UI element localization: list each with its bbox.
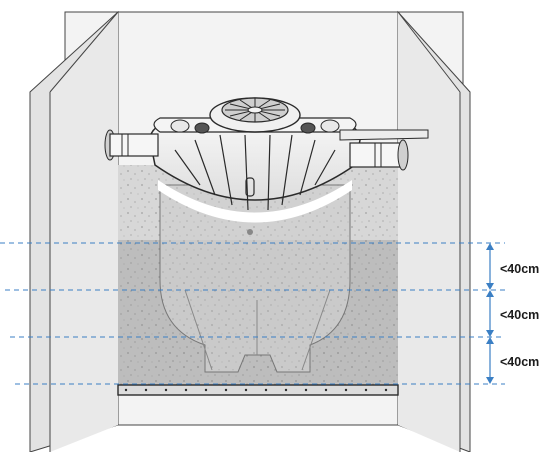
pipes	[104, 129, 429, 171]
port-right-1	[320, 119, 340, 133]
dim-arrow-3-top	[486, 337, 494, 344]
dim-arrow-3-bottom	[486, 377, 494, 384]
port-left-1	[170, 119, 190, 133]
left-wall-top-edge	[49, 11, 119, 93]
dim-arrow-1-bottom	[486, 283, 494, 290]
right-wall-top-edge	[397, 11, 461, 93]
slab	[117, 384, 399, 396]
port-left-2	[194, 122, 210, 134]
port-right-2	[300, 122, 316, 134]
dim-arrow-2-top	[486, 290, 494, 297]
dim-label-2: <40cm	[500, 308, 539, 322]
dim-arrow-1-top	[486, 243, 494, 250]
inlet-pipe	[109, 133, 159, 157]
dim-label-3: <40cm	[500, 355, 539, 369]
tank-fitting	[247, 229, 253, 235]
tank	[159, 184, 351, 373]
dimension-arrows	[486, 243, 494, 384]
base-slab	[117, 384, 399, 396]
tank-rib-left	[184, 289, 213, 371]
slab-dots	[124, 388, 388, 392]
tank-top	[149, 97, 361, 223]
grate-hub	[247, 106, 263, 114]
dim-label-1: <40cm	[500, 262, 539, 276]
dome-ribs	[174, 134, 336, 211]
top-collar	[158, 180, 352, 223]
right-wall-inner	[398, 12, 460, 452]
tank-rib-right	[301, 289, 331, 371]
dim-arrow-2-bottom	[486, 330, 494, 337]
outlet-pipe	[349, 142, 403, 168]
dome-slot	[245, 177, 255, 197]
layer-lines	[0, 242, 505, 385]
vent-rod	[339, 129, 429, 141]
outlet-wall-opening	[397, 139, 409, 171]
left-wall-inner	[50, 12, 118, 452]
dimension-labels: <40cm <40cm <40cm	[500, 262, 539, 369]
